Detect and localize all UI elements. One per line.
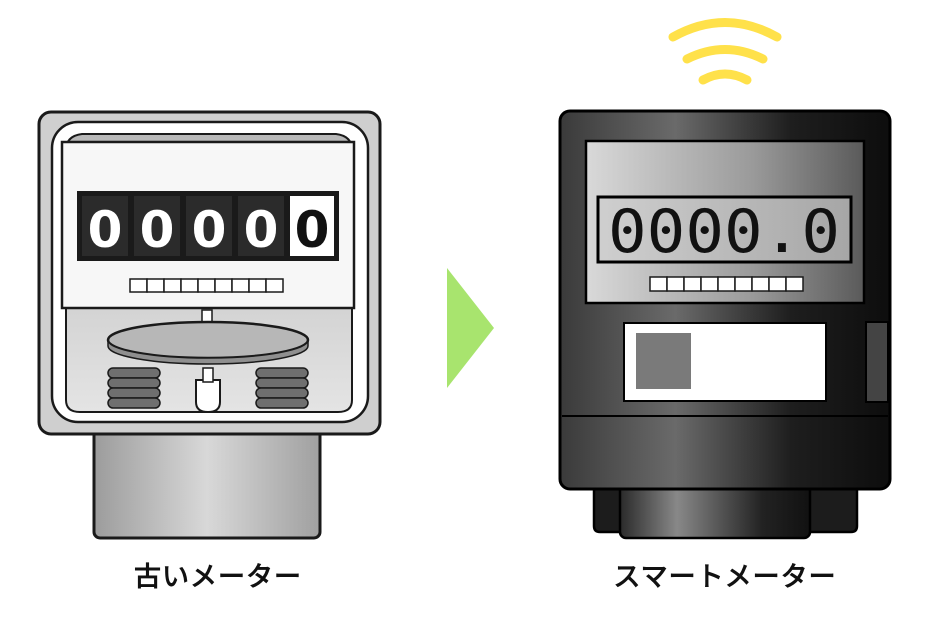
lcd-display — [596, 195, 853, 264]
magnet-piece — [195, 379, 221, 414]
side-terminal-tab — [865, 321, 889, 403]
smart-meter-info-square — [636, 333, 691, 389]
smart-meter-caption: スマートメーター — [613, 562, 837, 593]
old-meter: 0 0 0 0 0 — [37, 110, 382, 540]
smart-meter: 0000.0 — [558, 18, 892, 540]
old-meter-base — [92, 418, 322, 540]
odometer-digits: 0 0 0 0 0 — [82, 196, 334, 259]
odometer-digit-2: 0 — [140, 201, 175, 259]
transition-arrow — [447, 268, 494, 388]
right-coil — [255, 367, 309, 409]
old-meter-segment-strip — [129, 278, 284, 293]
odometer-digit-1: 0 — [88, 201, 123, 259]
odometer-digit-3: 0 — [192, 201, 227, 259]
smart-meter-segment-strip — [649, 276, 804, 292]
old-meter-caption: 古いメーター — [134, 562, 302, 593]
odometer-digit-4: 0 — [244, 201, 279, 259]
odometer-digit-5: 0 — [295, 201, 330, 259]
wifi-signal-icon — [668, 18, 782, 85]
lcd-reading: 0000.0 — [608, 197, 840, 267]
left-coil — [107, 367, 161, 409]
